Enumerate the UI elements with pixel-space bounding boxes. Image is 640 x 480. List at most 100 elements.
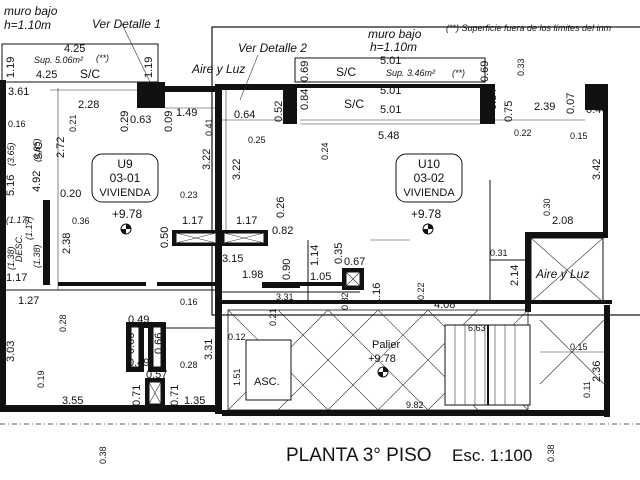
svg-text:1.27: 1.27 — [18, 295, 39, 307]
svg-text:0.21: 0.21 — [68, 114, 78, 132]
svg-text:6.63: 6.63 — [468, 323, 486, 333]
svg-text:0.82: 0.82 — [272, 225, 293, 237]
svg-text:0.50: 0.50 — [159, 227, 171, 248]
svg-text:2.38: 2.38 — [61, 233, 73, 254]
note-sup-left: Sup. 5.06m² — [34, 55, 84, 65]
note-muro-bajo-left: muro bajo — [4, 4, 58, 18]
svg-text:(3.65): (3.65) — [32, 138, 42, 162]
svg-text:0.33: 0.33 — [516, 58, 526, 76]
svg-text:2.39: 2.39 — [534, 101, 555, 113]
svg-text:0.15: 0.15 — [570, 131, 588, 141]
svg-text:2.36: 2.36 — [591, 361, 603, 382]
svg-text:0.24: 0.24 — [320, 142, 330, 160]
dimension-labels: 4.25 4.25 3.61 2.28 0.16 0.63 1.49 0.64 … — [6, 43, 607, 410]
svg-text:3.22: 3.22 — [201, 149, 213, 170]
svg-text:1.35: 1.35 — [184, 395, 205, 407]
svg-text:1.98: 1.98 — [242, 269, 263, 281]
svg-text:0.22: 0.22 — [514, 128, 532, 138]
svg-text:9.82: 9.82 — [406, 400, 424, 410]
svg-text:1.17: 1.17 — [236, 215, 257, 227]
note-muro-bajo-right-h: h=1.10m — [370, 40, 417, 54]
note-superficie: (**) Superficie fuera de los límites del… — [446, 23, 612, 33]
svg-text:0.29: 0.29 — [119, 111, 131, 132]
svg-text:0.52: 0.52 — [273, 101, 285, 122]
svg-text:(1.38): (1.38) — [6, 246, 16, 270]
axis-lines — [0, 19, 640, 425]
note-ver-detalle-1: Ver Detalle 1 — [92, 17, 161, 31]
svg-text:4.25: 4.25 — [64, 43, 85, 55]
svg-text:0.12: 0.12 — [228, 332, 246, 342]
svg-text:0.07: 0.07 — [565, 93, 577, 114]
note-sup-right-mark: (**) — [452, 68, 465, 78]
svg-text:0.11: 0.11 — [582, 381, 592, 398]
plan-title: PLANTA 3° PISO — [286, 445, 432, 466]
note-sup-left-mark: (**) — [96, 53, 109, 63]
svg-text:0.16: 0.16 — [8, 119, 26, 129]
svg-text:3.15: 3.15 — [222, 253, 243, 265]
svg-text:2.14: 2.14 — [509, 265, 521, 286]
svg-text:0.84: 0.84 — [299, 89, 311, 110]
plan-scale: Esc. 1:100 — [452, 446, 532, 465]
svg-text:0.84: 0.84 — [487, 89, 499, 110]
svg-text:2.08: 2.08 — [552, 215, 573, 227]
svg-text:0.31: 0.31 — [490, 248, 508, 258]
svg-text:0.71: 0.71 — [169, 385, 181, 406]
svg-text:0.49: 0.49 — [128, 314, 149, 326]
room-sc-1: S/C — [80, 67, 100, 81]
svg-text:5.01: 5.01 — [380, 55, 401, 67]
room-palier-level: +9.78 — [368, 353, 396, 365]
svg-text:0.15: 0.15 — [570, 342, 588, 352]
u9-level: +9.78 — [112, 207, 143, 221]
svg-text:(1.38): (1.38) — [32, 244, 42, 268]
note-ver-detalle-2: Ver Detalle 2 — [238, 41, 307, 55]
svg-text:0.57: 0.57 — [146, 369, 167, 381]
svg-text:0.64: 0.64 — [234, 109, 255, 121]
svg-text:0.75: 0.75 — [503, 101, 515, 122]
u9-code: 03-01 — [110, 171, 141, 185]
svg-text:3.22: 3.22 — [231, 159, 243, 180]
svg-text:5.16: 5.16 — [5, 175, 17, 196]
level-marker-u10 — [422, 223, 434, 235]
svg-text:2.72: 2.72 — [55, 137, 67, 158]
svg-text:1.17: 1.17 — [182, 215, 203, 227]
svg-text:1.16: 1.16 — [371, 283, 383, 304]
svg-text:1.49: 1.49 — [176, 107, 197, 119]
u10-type: VIVIENDA — [403, 187, 455, 199]
svg-text:0.16: 0.16 — [180, 297, 198, 307]
room-asc: ASC. — [254, 376, 280, 388]
svg-text:0.20: 0.20 — [60, 188, 81, 200]
svg-text:0.38: 0.38 — [546, 444, 556, 462]
svg-text:3.61: 3.61 — [8, 86, 29, 98]
svg-text:0.22: 0.22 — [416, 282, 426, 300]
level-marker-u9 — [120, 223, 132, 235]
svg-text:3.55: 3.55 — [62, 395, 83, 407]
svg-text:0.44: 0.44 — [586, 104, 607, 116]
aire-luz-patio — [530, 237, 604, 303]
svg-text:5.01: 5.01 — [380, 104, 401, 116]
svg-text:1.05: 1.05 — [310, 271, 331, 283]
svg-text:1.19: 1.19 — [143, 57, 155, 78]
svg-text:0.67: 0.67 — [344, 256, 365, 268]
svg-text:0.49: 0.49 — [128, 357, 149, 369]
svg-text:4.25: 4.25 — [36, 69, 57, 81]
svg-text:1.14: 1.14 — [309, 245, 321, 266]
partitions — [6, 88, 585, 329]
u9-name: U9 — [117, 157, 133, 171]
svg-text:3.42: 3.42 — [591, 159, 603, 180]
svg-text:5.01: 5.01 — [380, 85, 401, 97]
room-palier: Palier — [372, 339, 400, 351]
u10-level: +9.78 — [411, 207, 442, 221]
svg-text:0.28: 0.28 — [58, 314, 68, 332]
svg-text:5.48: 5.48 — [378, 130, 399, 142]
u10-name: U10 — [418, 157, 440, 171]
svg-text:0.28: 0.28 — [180, 360, 198, 370]
svg-text:0.66: 0.66 — [125, 333, 137, 354]
svg-text:0.21: 0.21 — [268, 308, 278, 326]
svg-text:4.08: 4.08 — [434, 299, 455, 311]
svg-text:3.03: 3.03 — [5, 341, 17, 362]
note-muro-bajo-left-h: h=1.10m — [4, 18, 51, 32]
svg-text:0.82: 0.82 — [340, 292, 350, 310]
column-boxes — [130, 232, 361, 405]
u9-type: VIVIENDA — [99, 187, 151, 199]
